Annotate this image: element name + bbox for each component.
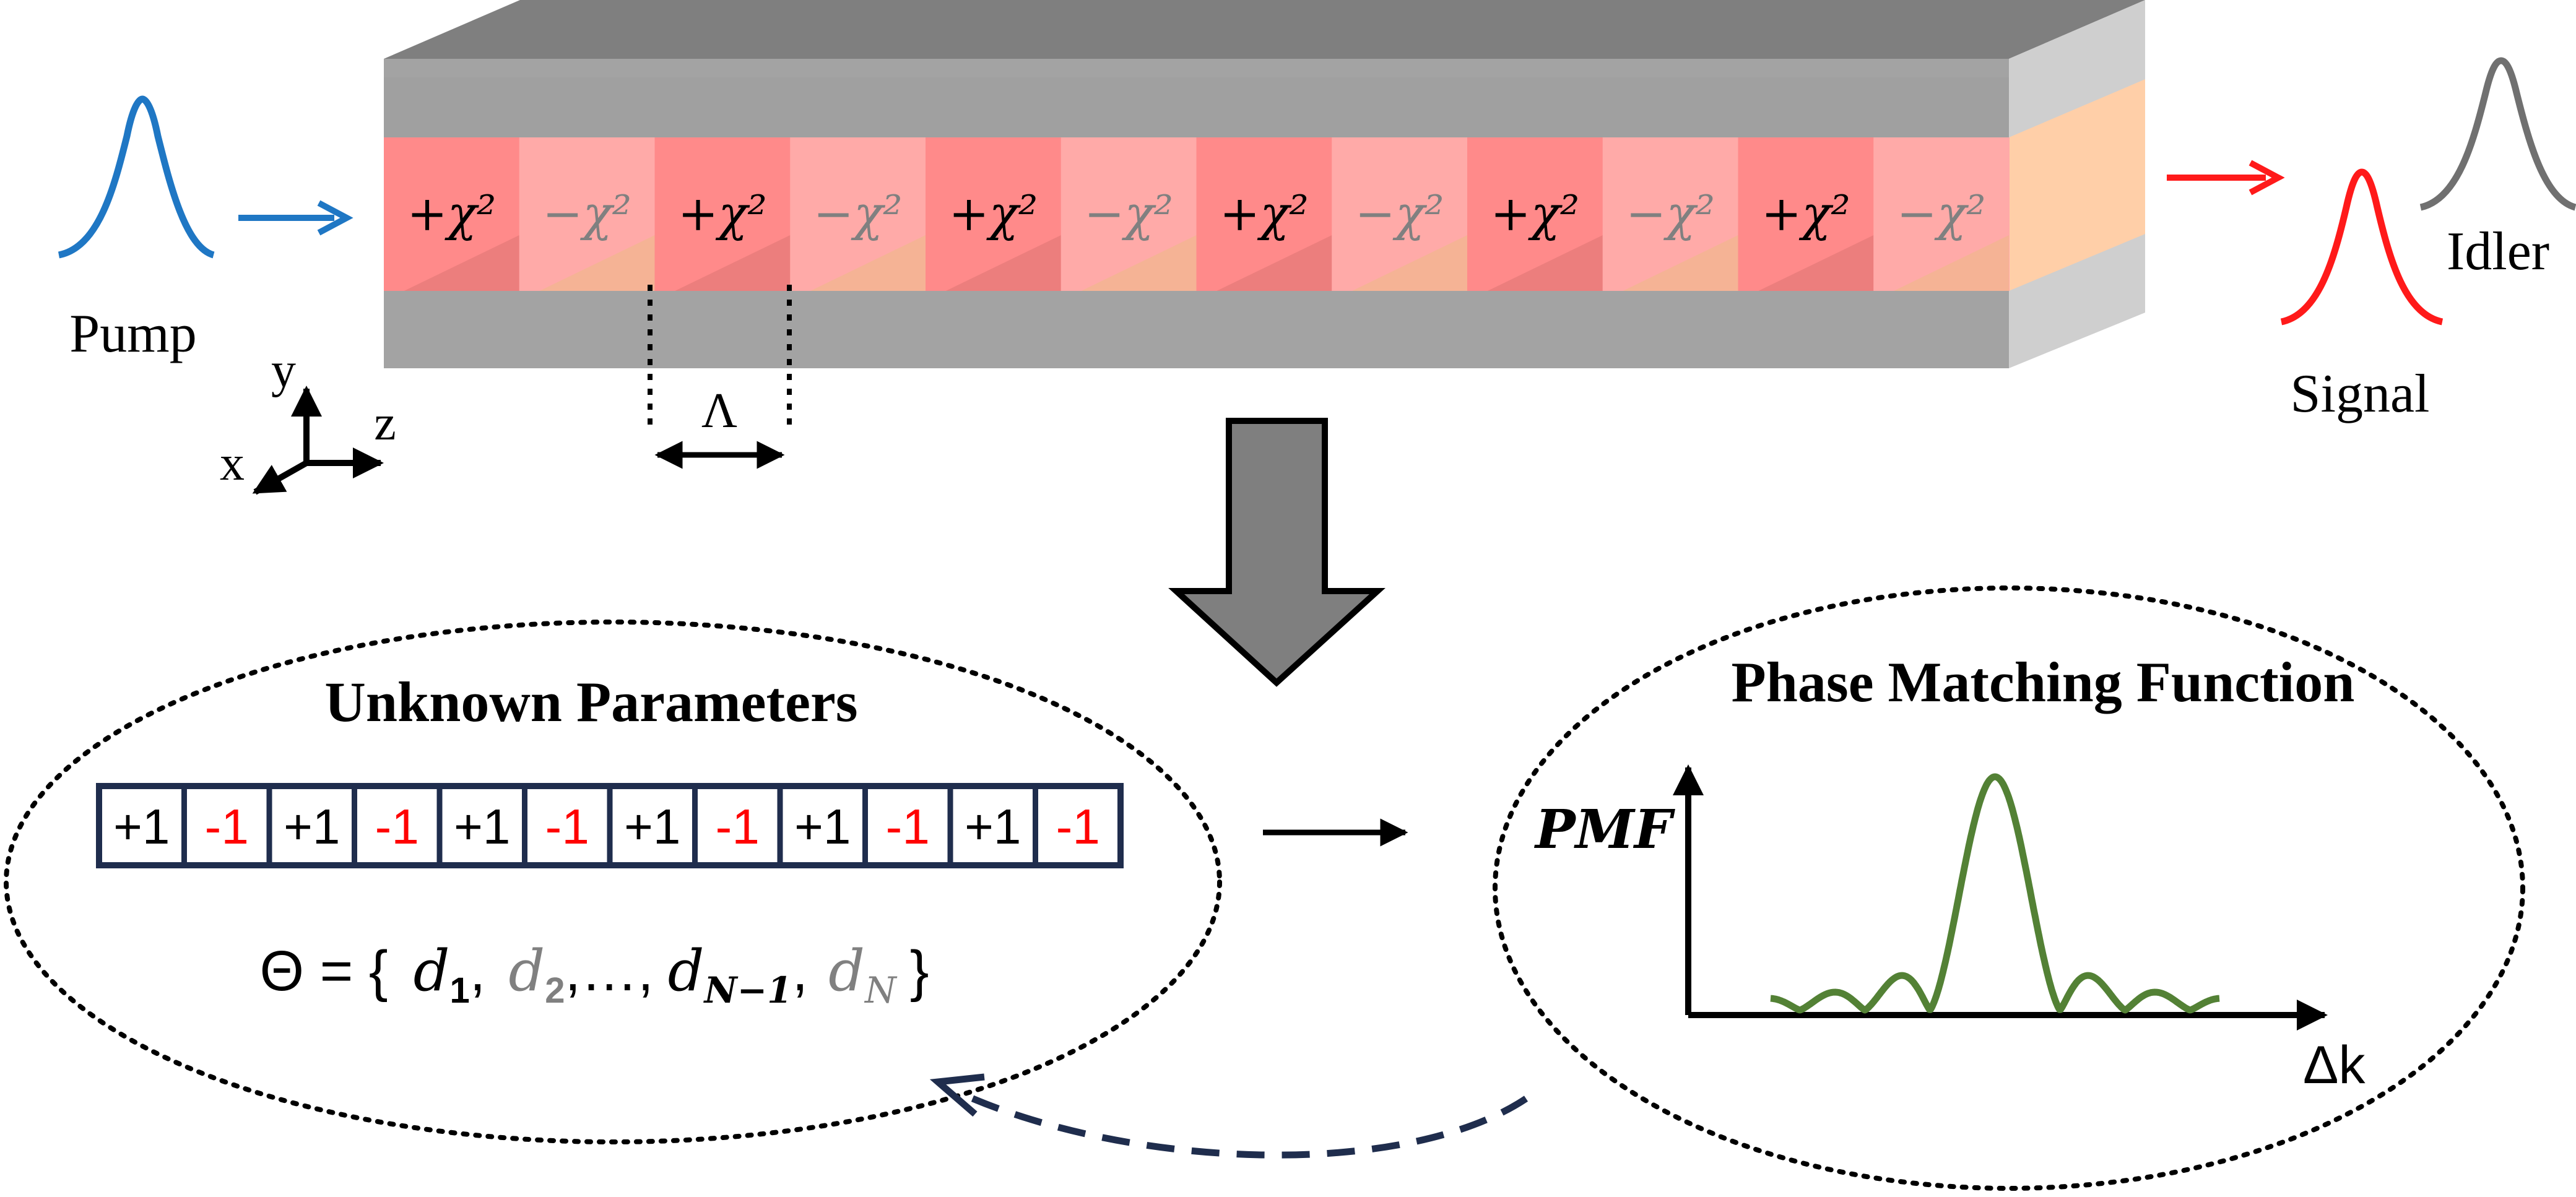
domain-label-negative: −χ² bbox=[1626, 186, 1715, 242]
domain-facet bbox=[1487, 235, 1603, 291]
output-arrow-head bbox=[2249, 160, 2285, 196]
parameter-cell-value: +1 bbox=[113, 799, 170, 854]
theta-dn1-sub: N−1 bbox=[703, 969, 792, 1011]
pmf-panel: Phase Matching Function PMF Δk bbox=[1493, 586, 2525, 1191]
parameter-array: +1 -1 +1 -1 +1 -1 +1 -1 +1 -1 +1 -1 bbox=[96, 783, 1124, 868]
parameter-cell-value: +1 bbox=[284, 799, 340, 854]
pump-arrow-head bbox=[317, 200, 353, 236]
domain-facet bbox=[1081, 235, 1197, 291]
domain-label-positive: +χ² bbox=[1761, 186, 1850, 242]
domain-facet bbox=[1352, 235, 1467, 291]
idler-label: Idler bbox=[2447, 222, 2549, 282]
crystal-front-bottom-cladding bbox=[384, 291, 2009, 368]
crystal-top-face bbox=[384, 0, 2145, 59]
domain-facet bbox=[810, 235, 926, 291]
theta-dn1: d bbox=[668, 938, 705, 1004]
domain-facet bbox=[945, 235, 1061, 291]
theta-d2: d bbox=[508, 938, 545, 1004]
domain-label-negative: −χ² bbox=[542, 186, 631, 242]
period-marker: Λ bbox=[648, 285, 792, 469]
theta-sep1: , bbox=[470, 940, 486, 1003]
crystal-side-core bbox=[2009, 79, 2145, 291]
domain-label-negative: −χ² bbox=[813, 186, 903, 242]
coordinate-axes: y z x bbox=[220, 344, 396, 495]
x-axis-arrow bbox=[252, 460, 308, 495]
pmf-x-label: Δk bbox=[2303, 1035, 2366, 1095]
pump-label: Pump bbox=[69, 304, 196, 364]
parameter-cell-value: +1 bbox=[624, 799, 680, 854]
theta-sep2: , bbox=[792, 940, 809, 1003]
parameter-cell-value: -1 bbox=[205, 799, 249, 854]
parameter-cell-value: +1 bbox=[454, 799, 510, 854]
z-axis-label: z bbox=[374, 396, 396, 451]
domain-label-negative: −χ² bbox=[1355, 186, 1444, 242]
pmf-curve bbox=[1767, 773, 2223, 1014]
domain-label-positive: +χ² bbox=[407, 186, 496, 242]
theta-d1-sub: 1 bbox=[450, 970, 470, 1011]
pump-gaussian-curve bbox=[58, 95, 215, 259]
parameter-cell-value: -1 bbox=[545, 799, 589, 854]
parameter-cell-value: -1 bbox=[375, 799, 419, 854]
parameters-title: Unknown Parameters bbox=[324, 670, 857, 733]
parameter-cell-value: +1 bbox=[794, 799, 851, 854]
theta-dn-sub: N bbox=[864, 969, 898, 1011]
poled-domains: +χ² −χ² +χ² −χ² +χ² −χ² +χ² −χ² +χ² −χ² +χ² −χ² bbox=[384, 137, 2010, 291]
pump-pulse: Pump bbox=[58, 95, 353, 364]
domain-label-positive: +χ² bbox=[1220, 186, 1309, 242]
domain-facet bbox=[1216, 235, 1332, 291]
parameter-cell-value: -1 bbox=[716, 799, 760, 854]
feedback-dashed-path bbox=[961, 1091, 1529, 1159]
domain-facet bbox=[404, 235, 519, 291]
output-pulses: Signal Idler bbox=[2167, 57, 2576, 424]
pmf-y-label: PMF bbox=[1533, 798, 1676, 861]
parameter-cell-value: +1 bbox=[965, 799, 1021, 854]
unknown-parameters-panel: Unknown Parameters +1-1+1-1+1-1+1-1+1-1+… bbox=[4, 620, 1222, 1144]
parameter-cell-value: -1 bbox=[1056, 799, 1100, 854]
theta-expression: Θ = { d1, d2,…, dN−1, dN} bbox=[259, 938, 929, 1011]
theta-prefix: Θ = { bbox=[259, 940, 388, 1003]
domain-label-positive: +χ² bbox=[1490, 186, 1579, 242]
domain-label-positive: +χ² bbox=[948, 186, 1038, 242]
idler-gaussian-curve bbox=[2419, 57, 2576, 211]
parameters-ellipse bbox=[4, 620, 1222, 1144]
domain-label-negative: −χ² bbox=[1897, 186, 1986, 242]
signal-gaussian-curve bbox=[2280, 168, 2444, 326]
domain-facet bbox=[1894, 235, 2009, 291]
theta-d1: d bbox=[414, 938, 450, 1004]
x-axis-label: x bbox=[220, 436, 245, 491]
theta-dn: d bbox=[828, 938, 865, 1004]
theta-mid: ,…, bbox=[565, 940, 654, 1003]
waveguide-crystal: +χ² −χ² +χ² −χ² +χ² −χ² +χ² −χ² +χ² −χ² +χ² −χ² bbox=[384, 0, 2145, 368]
theta-d2-sub: 2 bbox=[545, 970, 565, 1011]
domain-facet bbox=[675, 235, 791, 291]
crystal-front-top-cladding bbox=[384, 59, 2009, 137]
period-symbol: Λ bbox=[701, 384, 737, 438]
feedback-arrow-head bbox=[929, 1073, 985, 1117]
domain-label-positive: +χ² bbox=[678, 186, 767, 242]
process-down-arrow bbox=[1168, 418, 1386, 687]
domain-label-negative: −χ² bbox=[1084, 186, 1173, 242]
parameter-cell bbox=[1033, 783, 1124, 868]
y-axis-label: y bbox=[271, 344, 296, 398]
feedback-arrow bbox=[929, 1073, 1529, 1159]
crystal-glass-overlay bbox=[384, 77, 2009, 137]
domain-facet bbox=[539, 235, 655, 291]
pmf-ellipse bbox=[1493, 586, 2525, 1191]
pmf-title: Phase Matching Function bbox=[1732, 650, 2355, 714]
domain-facet bbox=[1758, 235, 1874, 291]
parameter-cell-value: -1 bbox=[886, 799, 930, 854]
theta-suffix: } bbox=[910, 940, 929, 1003]
signal-label: Signal bbox=[2291, 364, 2430, 424]
domain-facet bbox=[1623, 235, 1738, 291]
